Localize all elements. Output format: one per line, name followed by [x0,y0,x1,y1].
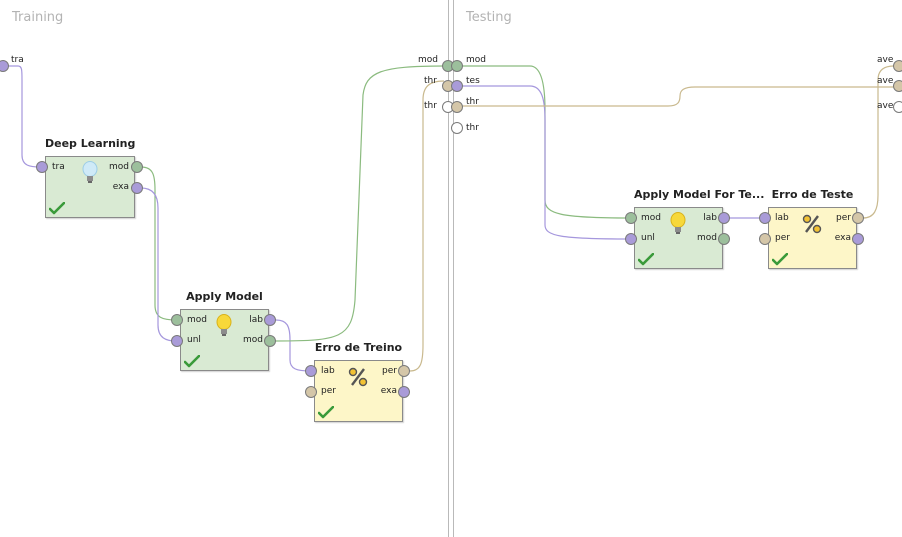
wire-dl-mod-to-apply [140,166,177,321]
wire-dl-exa-to-apply [140,187,177,342]
testing-output-label-ave-2: ave [877,76,894,86]
testing-output-label-ave-3: ave [877,101,894,111]
port-label-mod: mod [641,213,661,223]
port-label-per-out: per [382,366,397,376]
operator-title: Erro de Teste [771,188,854,201]
erro-teste-in-per-port[interactable] [759,233,771,245]
operator-title: Apply Model For Te... [634,188,765,201]
port-label-exa: exa [380,386,397,396]
checkmark-icon [772,253,788,266]
operator-apply-model-test[interactable]: Apply Model For Te... mod unl lab mod [634,188,764,269]
training-input-port-tra[interactable] [0,60,9,72]
erro-treino-in-lab-port[interactable] [305,365,317,377]
wire-test-tes-to-apply [461,85,631,240]
port-label-mod-out: mod [697,233,717,243]
port-label-lab: lab [249,315,263,325]
testing-output-port-ave-1[interactable] [893,60,902,72]
port-label-unl: unl [187,335,201,345]
port-label-lab: lab [703,213,717,223]
operator-title: Deep Learning [45,137,136,150]
testing-input-label-thr-2: thr [466,123,479,133]
port-label-mod: mod [187,315,207,325]
operator-title: Erro de Treino [314,341,403,354]
deep-learning-in-tra-port[interactable] [36,161,48,173]
wire-thr-to-ave [461,86,894,107]
wire-tra-to-deeplearning [8,65,42,168]
erro-teste-out-per-port[interactable] [852,212,864,224]
panel-divider-left[interactable] [448,0,449,537]
checkmark-icon [49,202,65,215]
apply-model-out-mod-port[interactable] [264,335,276,347]
erro-teste-in-lab-port[interactable] [759,212,771,224]
testing-input-port-tes[interactable] [451,80,463,92]
wire-apply-mod-to-out [275,65,445,342]
port-label-lab: lab [321,366,335,376]
operator-apply-model[interactable]: Apply Model mod unl lab mod [180,290,269,371]
port-label-per: per [775,233,790,243]
apply-model-in-unl-port[interactable] [171,335,183,347]
training-output-label-mod: mod [418,55,438,65]
operator-erro-de-treino[interactable]: Erro de Treino lab per per exa [314,341,403,422]
wire-erro-per-to-ave [862,65,895,219]
port-label-per: per [321,386,336,396]
port-label-mod-out: mod [243,335,263,345]
port-label-tra: tra [52,162,65,172]
training-output-label-thr-1: thr [424,76,437,86]
apply-model-test-in-mod-port[interactable] [625,212,637,224]
apply-model-in-mod-port[interactable] [171,314,183,326]
erro-treino-out-per-port[interactable] [398,365,410,377]
testing-input-label-mod: mod [466,55,486,65]
wire-erro-per-to-thr [409,80,445,372]
apply-model-out-lab-port[interactable] [264,314,276,326]
checkmark-icon [638,253,654,266]
operator-title: Apply Model [186,290,263,303]
lightbulb-yellow-icon [216,314,232,336]
training-output-label-thr-2: thr [424,101,437,111]
testing-input-port-thr-2[interactable] [451,122,463,134]
erro-treino-out-exa-port[interactable] [398,386,410,398]
testing-panel-title: Testing [466,10,512,25]
testing-input-port-thr-1[interactable] [451,101,463,113]
testing-input-label-tes: tes [466,76,480,86]
wire-apply-lab-to-erro [275,319,311,372]
percent-icon [348,367,368,387]
apply-model-test-out-lab-port[interactable] [718,212,730,224]
port-label-unl: unl [641,233,655,243]
apply-model-test-in-unl-port[interactable] [625,233,637,245]
port-label-exa: exa [834,233,851,243]
port-label-mod: mod [109,162,129,172]
apply-model-test-out-mod-port[interactable] [718,233,730,245]
port-label-exa: exa [112,182,129,192]
operator-deep-learning[interactable]: Deep Learning tra mod exa [45,137,135,218]
deep-learning-out-exa-port[interactable] [131,182,143,194]
deep-learning-out-mod-port[interactable] [131,161,143,173]
operator-erro-de-teste[interactable]: Erro de Teste lab per per exa [768,188,857,269]
testing-input-port-mod[interactable] [451,60,463,72]
erro-teste-out-exa-port[interactable] [852,233,864,245]
erro-treino-in-per-port[interactable] [305,386,317,398]
training-input-label-tra: tra [11,55,24,65]
checkmark-icon [184,355,200,368]
checkmark-icon [318,406,334,419]
testing-output-port-ave-3[interactable] [893,101,902,113]
lightbulb-yellow-icon [670,212,686,234]
percent-icon [802,214,822,234]
testing-output-label-ave-1: ave [877,55,894,65]
panel-divider-right[interactable] [453,0,454,537]
training-panel-title: Training [12,10,64,25]
port-label-lab: lab [775,213,789,223]
port-label-per-out: per [836,213,851,223]
testing-input-label-thr-1: thr [466,97,479,107]
lightbulb-blue-icon [82,161,98,183]
testing-output-port-ave-2[interactable] [893,80,902,92]
